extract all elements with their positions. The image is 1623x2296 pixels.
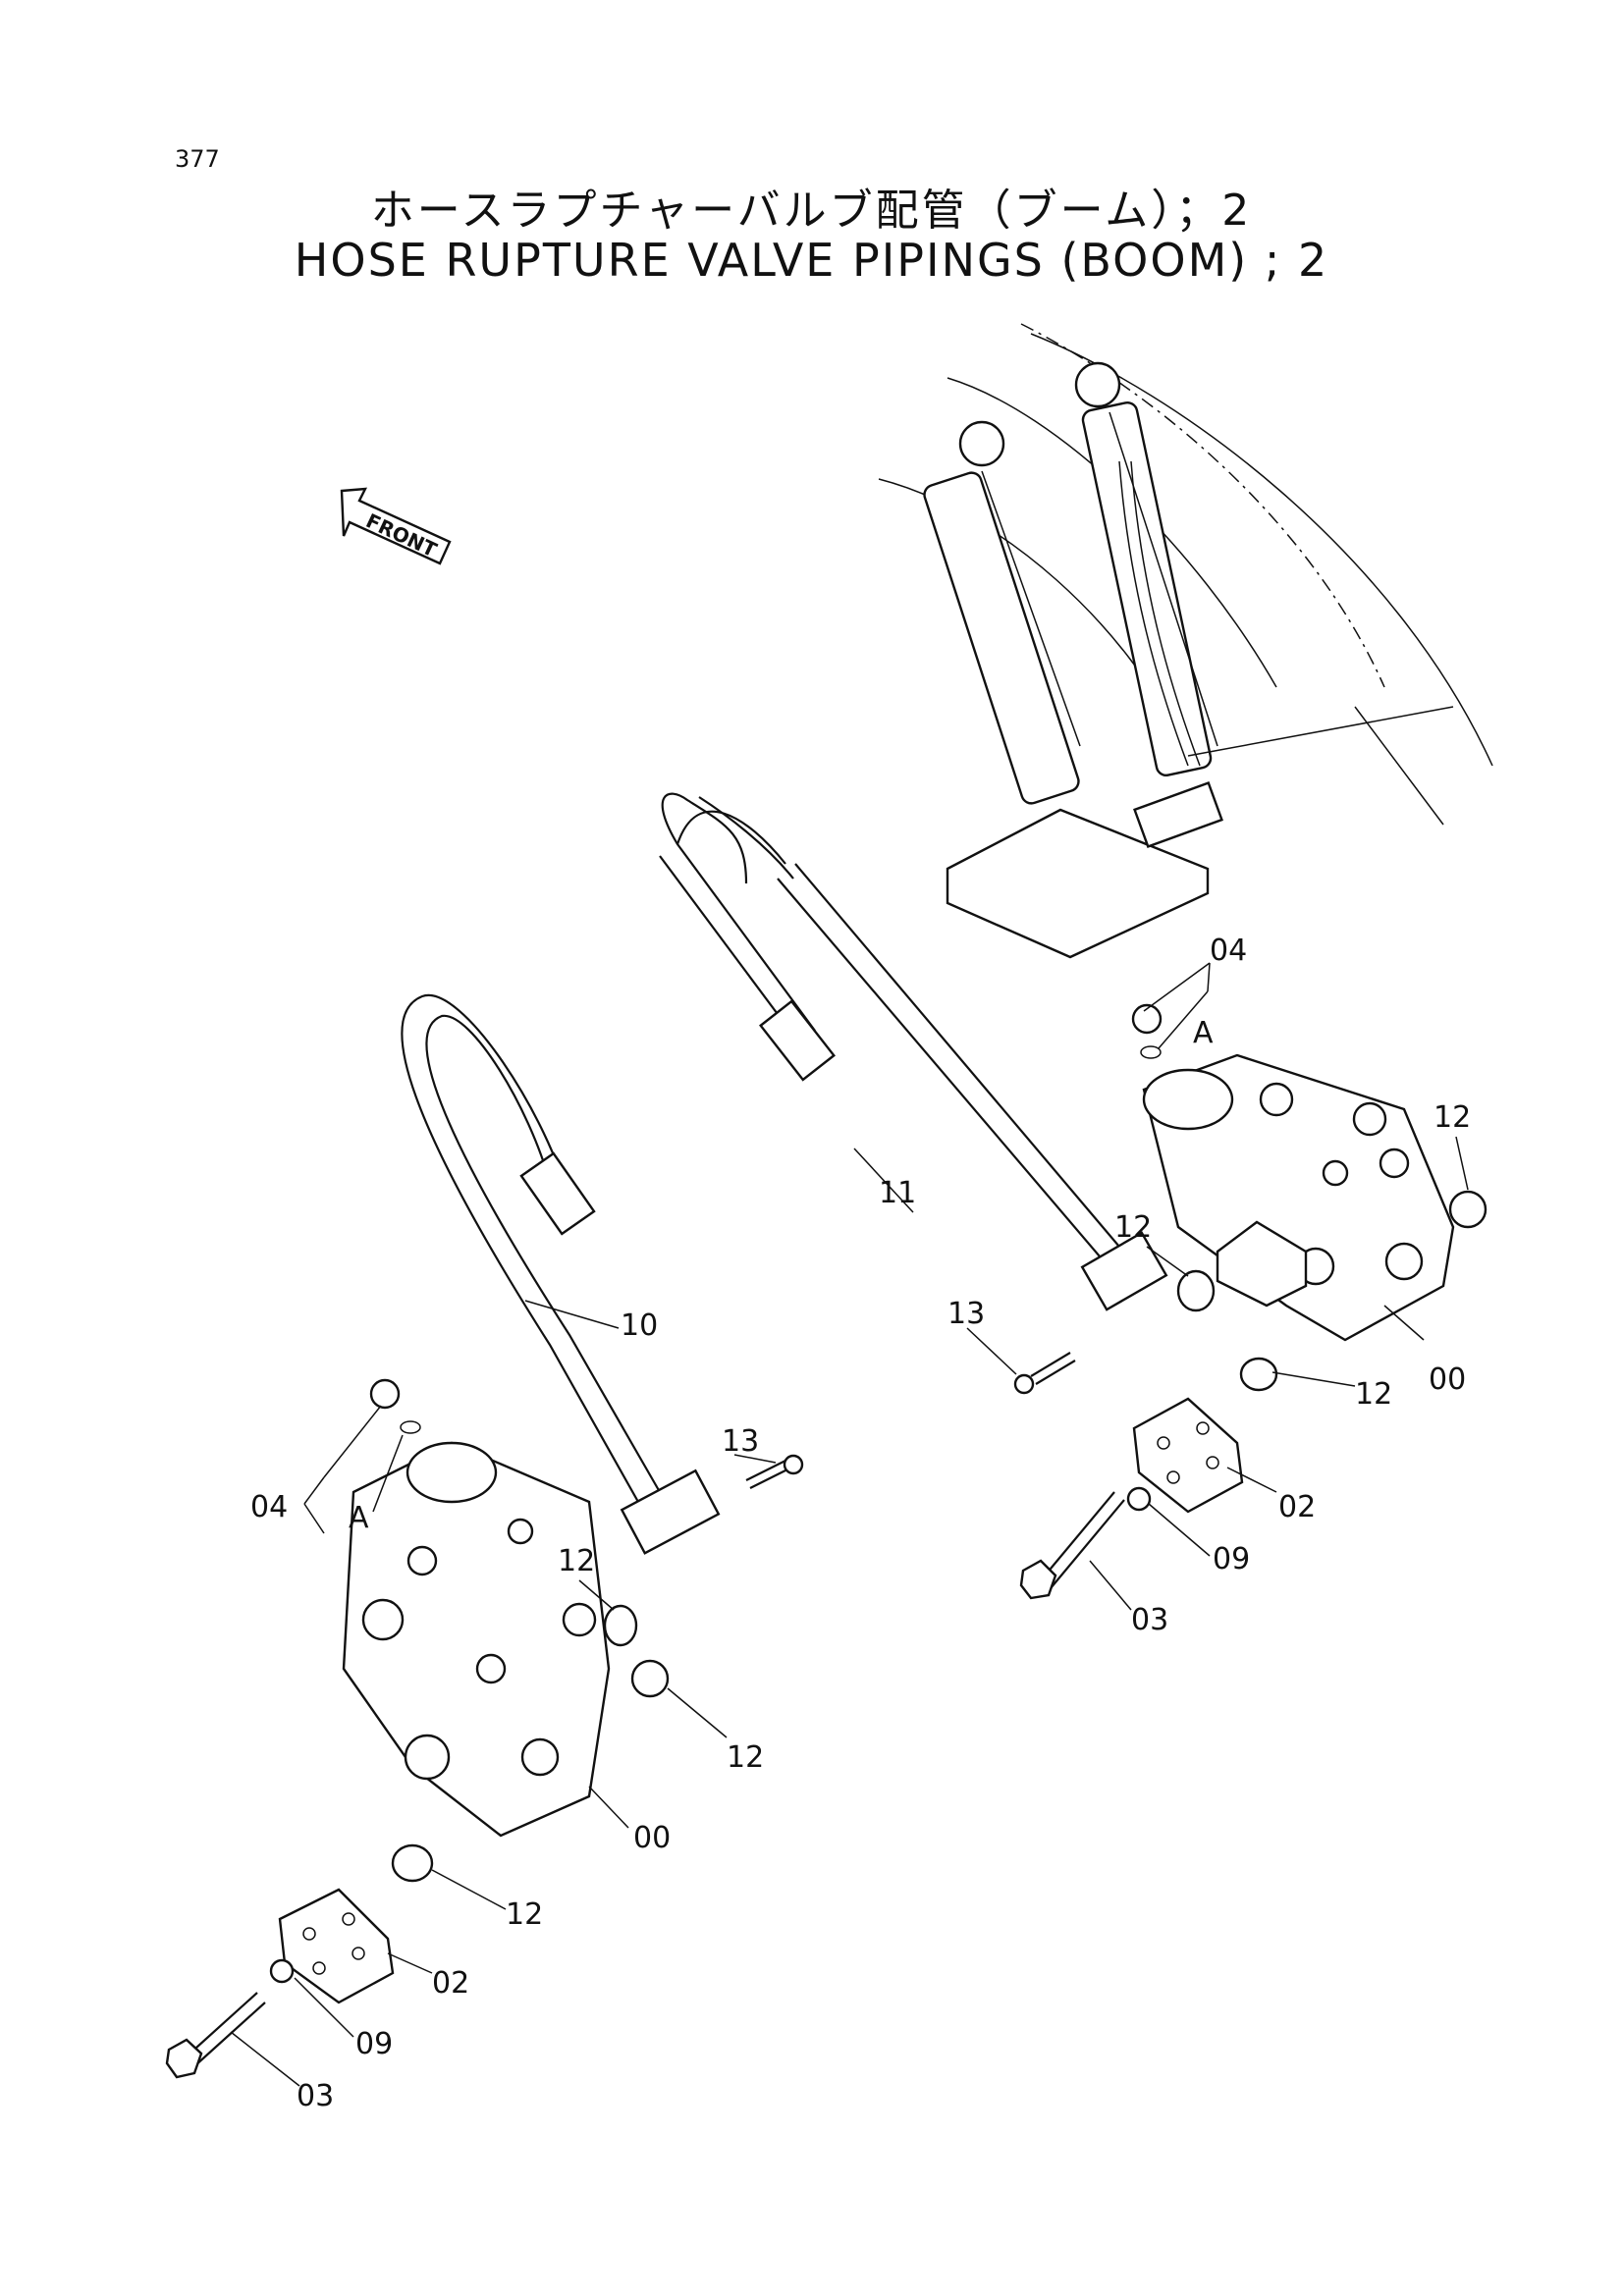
flange-plates xyxy=(278,1397,1244,2004)
page-title-english: HOSE RUPTURE VALVE PIPINGS (BOOM) ; 2 xyxy=(294,234,1329,287)
boom-cylinders-illustration xyxy=(878,323,1493,959)
callout-04-right: 04 xyxy=(1210,934,1247,968)
callout-a-right: A xyxy=(1193,1016,1214,1050)
page-number: 377 xyxy=(175,145,220,173)
callout-13-right: 13 xyxy=(947,1297,985,1331)
callout-00-left: 00 xyxy=(633,1821,671,1855)
callout-labels: 04 A 12 12 12 00 02 09 03 13 11 10 13 12… xyxy=(250,934,1471,2113)
callout-02-right: 02 xyxy=(1278,1490,1316,1524)
callout-00-right: 00 xyxy=(1429,1362,1466,1397)
callout-09-left: 09 xyxy=(355,2027,393,2061)
callout-a-left: A xyxy=(349,1501,369,1535)
callout-11: 11 xyxy=(879,1176,916,1210)
callout-12-right-mid: 12 xyxy=(1114,1210,1152,1245)
callout-12-left-top: 12 xyxy=(558,1544,595,1578)
bolts xyxy=(165,1352,1125,2079)
hose-10 xyxy=(401,993,721,1555)
rupture-valve-left xyxy=(342,1378,611,1838)
callout-03-left: 03 xyxy=(297,2079,334,2113)
callout-04-left: 04 xyxy=(250,1490,288,1524)
rupture-valve-right xyxy=(1131,1003,1455,1342)
page-title-japanese: ホースラプチャーバルブ配管（ブーム）；2 xyxy=(370,186,1253,236)
callout-13-left: 13 xyxy=(722,1424,759,1459)
front-label: FRONT xyxy=(362,508,441,561)
callout-09-right: 09 xyxy=(1213,1542,1250,1576)
callout-10: 10 xyxy=(621,1308,658,1343)
o-ring-set xyxy=(391,1190,1488,1883)
leader-lines xyxy=(230,962,1469,2087)
callout-12-right-top: 12 xyxy=(1434,1100,1471,1135)
callout-02-left: 02 xyxy=(432,1966,469,2001)
front-arrow-icon: FRONT xyxy=(340,487,452,565)
callout-12-left-mid: 12 xyxy=(727,1740,764,1775)
hose-11 xyxy=(659,792,1168,1311)
washers xyxy=(269,1486,1152,1984)
callout-12-right-low: 12 xyxy=(1355,1377,1392,1412)
callout-12-left-low: 12 xyxy=(506,1897,543,1932)
callout-03-right: 03 xyxy=(1131,1603,1168,1637)
